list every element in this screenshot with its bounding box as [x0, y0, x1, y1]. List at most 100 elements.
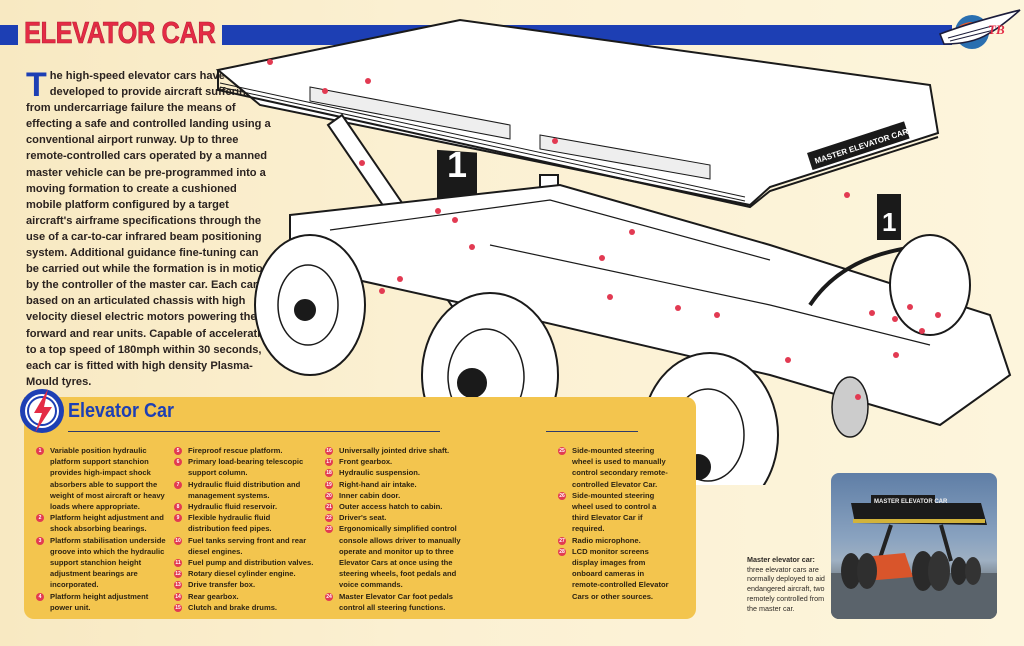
key-item-text: Front gearbox. — [339, 457, 393, 467]
photo-caption-title: Master elevator car: — [747, 555, 815, 564]
photo-sign: MASTER ELEVATOR CAR — [874, 499, 948, 505]
intro-dropcap: T — [26, 66, 47, 104]
platform-number: 1 — [447, 144, 467, 185]
key-number-badge: 1 — [36, 447, 44, 455]
key-number-badge: 17 — [325, 458, 333, 467]
elevator-car-cutaway-illustration: 1 MASTER ELEVATOR CAR 1 — [215, 18, 1012, 485]
photo-caption-text: three elevator cars are normally deploye… — [747, 564, 825, 613]
key-item-text: Side-mounted steering wheel used to cont… — [572, 490, 657, 534]
key-item: 18 Hydraulic suspension. — [325, 467, 475, 478]
callout-markers — [267, 59, 941, 400]
key-item-text: LCD monitor screens display images from … — [572, 546, 669, 601]
key-item-text: Platform height adjustment and shock abs… — [50, 513, 164, 534]
key-number-badge: 10 — [174, 536, 182, 545]
key-column-3: 16 Universally jointed drive shaft. 17 Fron… — [325, 445, 475, 613]
key-column-4: 25 Side-mounted steering wheel is used to… — [558, 445, 673, 602]
key-item: 25 Side-mounted steering wheel is used to… — [558, 445, 673, 490]
key-item-text: Variable position hydraulic platform sup… — [50, 446, 165, 512]
key-number-badge: 25 — [558, 447, 566, 455]
key-item-text: Driver's seat. — [339, 513, 387, 523]
divider — [546, 431, 638, 432]
key-item: 12 Rotary diesel cylinder engine. — [174, 568, 314, 579]
key-number-badge: 14 — [174, 592, 182, 601]
key-item: 3 Platform stabilisation underside groove… — [36, 535, 166, 591]
key-number-badge: 18 — [325, 469, 333, 478]
key-item: 9 Flexible hydraulic fluid distribution f… — [174, 512, 314, 534]
key-number-badge: 13 — [174, 581, 182, 590]
key-item-text: Flexible hydraulic fluid distribution fe… — [188, 513, 272, 534]
key-item: 16 Universally jointed drive shaft. — [325, 445, 475, 456]
rear-number: 1 — [882, 207, 896, 237]
key-item-text: Rotary diesel cylinder engine. — [188, 569, 296, 579]
key-item-text: Master Elevator Car foot pedals control … — [339, 591, 453, 612]
key-item-text: Fireproof rescue platform. — [188, 446, 283, 455]
key-item-text: Primary load-bearing telescopic support … — [188, 457, 304, 478]
key-item-text: Platform stabilisation underside groove … — [50, 535, 166, 590]
key-number-badge: 27 — [558, 536, 566, 545]
key-item-text: Outer access hatch to cabin. — [339, 502, 443, 512]
photo-image: MASTER ELEVATOR CAR — [831, 495, 997, 619]
key-number-badge: 5 — [174, 447, 182, 455]
key-item-text: Fuel pump and distribution valves. — [188, 558, 314, 568]
key-item: 1 Variable position hydraulic platform su… — [36, 445, 166, 512]
key-item: 22 Driver's seat. — [325, 512, 475, 523]
key-item: 28 LCD monitor screens display images fro… — [558, 546, 673, 602]
key-number-badge: 2 — [36, 514, 44, 523]
key-number-badge: 16 — [325, 447, 333, 455]
key-number-badge: 24 — [325, 592, 333, 601]
divider — [68, 431, 440, 432]
key-item: 21 Outer access hatch to cabin. — [325, 501, 475, 512]
lightning-bolt-badge-icon — [20, 389, 64, 433]
key-number-badge: 9 — [174, 514, 182, 523]
key-item-text: Radio microphone. — [572, 535, 641, 545]
key-number-badge: 11 — [174, 559, 182, 568]
key-number-badge: 21 — [325, 503, 333, 512]
air-intake — [831, 376, 869, 438]
master-elevator-car-photo: MASTER ELEVATOR CAR — [831, 473, 997, 619]
key-number-badge: 12 — [174, 570, 182, 579]
key-item: 10 Fuel tanks serving front and rear dies… — [174, 535, 314, 557]
key-number-badge: 28 — [558, 547, 566, 556]
key-item: 19 Right-hand air intake. — [325, 479, 475, 490]
key-item-text: Right-hand air intake. — [339, 479, 417, 489]
key-number-badge: 19 — [325, 480, 333, 489]
key-item: 17 Front gearbox. — [325, 456, 475, 467]
key-item-text: Clutch and brake drums. — [188, 602, 278, 612]
page-title: ELEVATOR CAR — [24, 15, 216, 50]
key-panel-title: Elevator Car — [68, 400, 175, 422]
key-number-badge: 26 — [558, 491, 566, 500]
key-number-badge: 20 — [325, 491, 333, 500]
key-number-badge: 3 — [36, 536, 44, 545]
key-item: 2 Platform height adjustment and shock ab… — [36, 512, 166, 534]
header-bar-left — [0, 25, 18, 45]
key-item: 15 Clutch and brake drums. — [174, 602, 314, 613]
wheel-front-left — [889, 234, 971, 336]
key-item: 26 Side-mounted steering wheel used to co… — [558, 490, 673, 535]
logo-text: TB — [988, 22, 1005, 37]
key-item-text: Hydraulic suspension. — [339, 468, 421, 478]
key-item-text: Fuel tanks serving front and rear diesel… — [188, 535, 307, 556]
key-number-badge: 15 — [174, 603, 182, 612]
key-number-badge: 4 — [36, 592, 44, 601]
key-panel — [24, 397, 696, 619]
fireproof-platform: 1 MASTER ELEVATOR CAR — [215, 18, 940, 209]
key-item-text: Universally jointed drive shaft. — [339, 446, 450, 455]
key-item-text: Ergonomically simplified control console… — [339, 524, 461, 590]
key-number-badge: 22 — [325, 514, 333, 523]
key-item-text: Hydraulic fluid distribution and managem… — [188, 479, 301, 500]
key-column-1: 1 Variable position hydraulic platform su… — [36, 445, 166, 613]
tracy-island-logo-icon: TB — [932, 9, 1021, 49]
key-item: 5 Fireproof rescue platform. — [174, 445, 314, 456]
key-item-text: Side-mounted steering wheel is used to m… — [572, 446, 668, 489]
key-item: 27 Radio microphone. — [558, 535, 673, 546]
